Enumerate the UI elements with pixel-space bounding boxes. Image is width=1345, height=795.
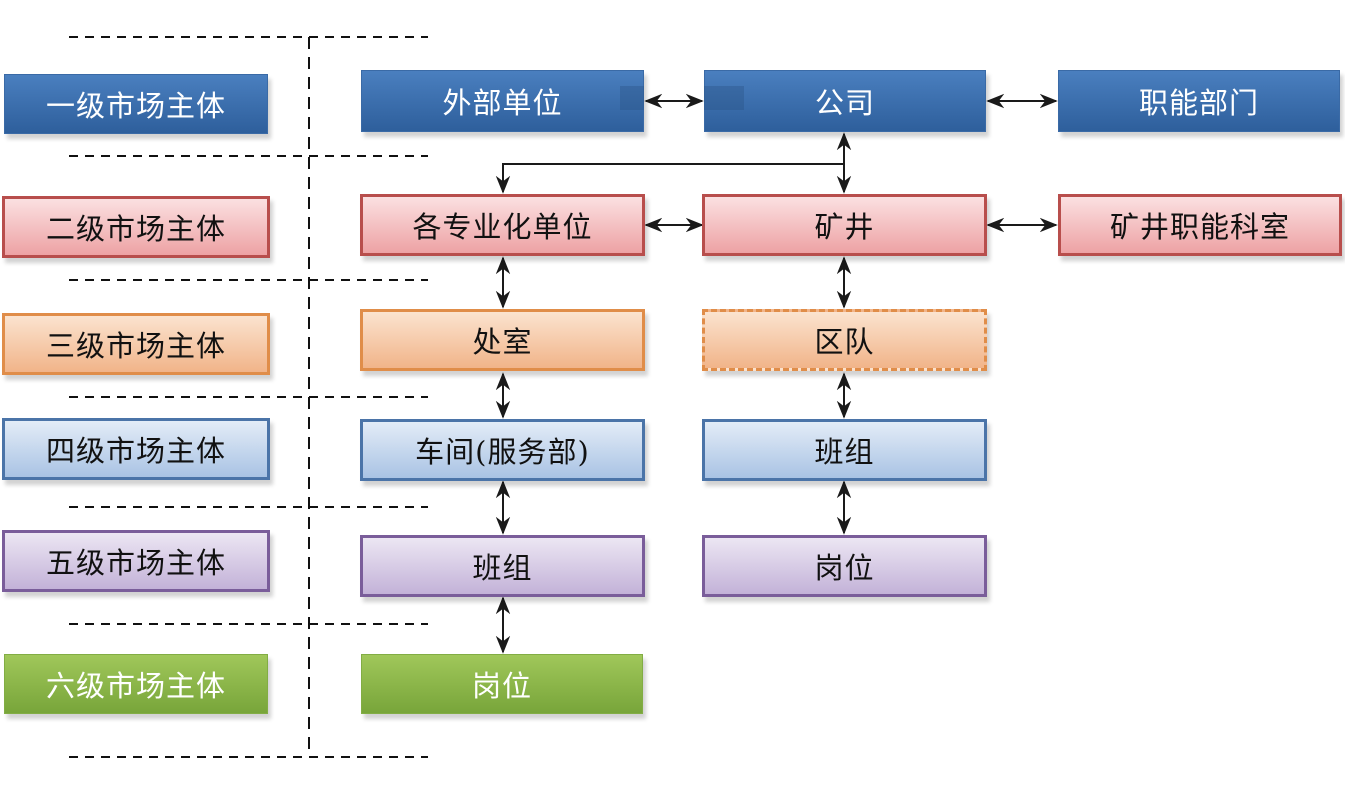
overlay-artifact	[704, 86, 744, 110]
node-office: 处室	[360, 309, 645, 371]
node-mine: 矿井	[702, 194, 987, 256]
level-4-label: 四级市场主体	[2, 418, 270, 480]
node-team-col2: 班组	[702, 419, 987, 481]
overlay-artifact	[620, 86, 644, 110]
node-post-col2: 岗位	[702, 535, 987, 597]
node-workshop: 车间(服务部)	[360, 419, 645, 481]
node-company: 公司	[704, 70, 986, 132]
arrow-company-specialized	[495, 163, 844, 194]
node-team-col1: 班组	[360, 535, 645, 597]
level-5-label: 五级市场主体	[2, 530, 270, 592]
level-2-label: 二级市场主体	[2, 196, 270, 258]
node-district-team: 区队	[702, 309, 987, 371]
node-post-col1: 岗位	[361, 654, 643, 714]
node-specialized-units: 各专业化单位	[360, 194, 645, 256]
level-6-label: 六级市场主体	[4, 654, 268, 714]
level-1-label: 一级市场主体	[4, 74, 268, 134]
level-3-label: 三级市场主体	[2, 313, 270, 375]
node-functional-departments: 职能部门	[1058, 70, 1340, 132]
node-mine-functional-sections: 矿井职能科室	[1058, 194, 1342, 256]
node-external-unit: 外部单位	[361, 70, 644, 132]
